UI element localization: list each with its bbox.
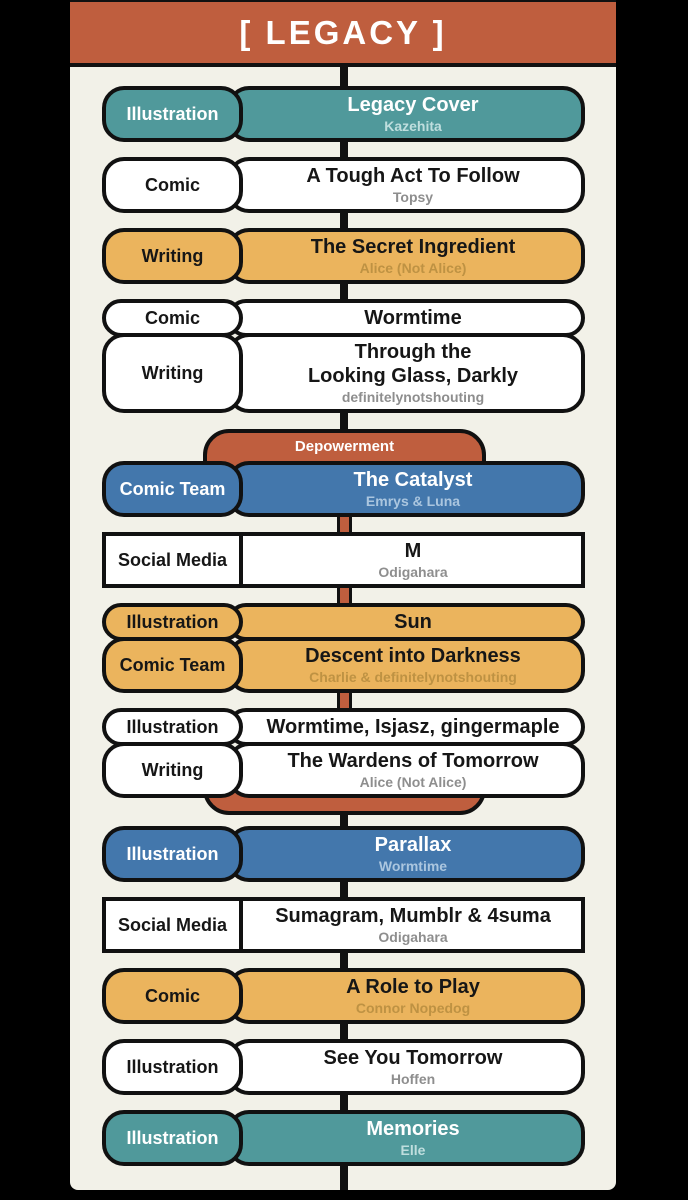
entry-card: The Wardens of Tomorrow Alice (Not Alice…	[227, 742, 585, 798]
entry-title: Memories	[366, 1118, 460, 1140]
entry-card: Sun	[227, 603, 585, 641]
entry-author: Charlie & definitelynotshouting	[309, 669, 517, 685]
entry-title: Legacy Cover	[347, 94, 479, 116]
entry-card: Memories Elle	[227, 1110, 585, 1166]
entry-row[interactable]: Comic A Tough Act To Follow Topsy	[102, 157, 585, 213]
title-banner: [ LEGACY ]	[70, 0, 616, 67]
entry-author: Odigahara	[378, 929, 448, 945]
entry-type-pill: Writing	[102, 742, 243, 798]
entry-card: Wormtime, Isjasz, gingermaple	[227, 708, 585, 746]
entry-type-label: Illustration	[126, 843, 219, 864]
entry-author: Alice (Not Alice)	[359, 260, 467, 276]
entry-row[interactable]: Writing Through the Looking Glass, Darkl…	[102, 333, 585, 413]
entry-author: Elle	[400, 1142, 426, 1158]
entry-type-pill: Writing	[102, 333, 243, 413]
entry-title: See You Tomorrow	[323, 1047, 503, 1069]
entry-title: The Catalyst	[353, 469, 473, 491]
entry-type-label: Writing	[141, 362, 204, 383]
entry-title: M	[404, 540, 422, 562]
entry-row[interactable]: Illustration Parallax Wormtime	[102, 826, 585, 882]
entry-row[interactable]: Illustration Legacy Cover Kazehita	[102, 86, 585, 142]
entry-title: A Role to Play	[346, 976, 480, 998]
entry-title: Through the Looking Glass, Darkly	[307, 341, 519, 387]
timeline-panel: Depowerment Illustration Legacy Cover Ka…	[70, 67, 616, 1190]
entry-author: Alice (Not Alice)	[359, 774, 467, 790]
entry-type-label: Comic	[144, 174, 200, 195]
entry-type-label: Writing	[141, 759, 204, 780]
entry-card: Sumagram, Mumblr & 4suma Odigahara	[239, 897, 585, 953]
entry-row[interactable]: Comic Wormtime	[102, 299, 585, 337]
entry-type-pill: Writing	[102, 228, 243, 284]
entry-card: See You Tomorrow Hoffen	[227, 1039, 585, 1095]
entry-card: Descent into Darkness Charlie & definite…	[227, 637, 585, 693]
entry-title: The Secret Ingredient	[310, 236, 516, 258]
entry-card: Legacy Cover Kazehita	[227, 86, 585, 142]
entry-type-pill: Comic	[102, 968, 243, 1024]
entry-row[interactable]: Social Media M Odigahara	[102, 532, 585, 588]
entry-card: The Secret Ingredient Alice (Not Alice)	[227, 228, 585, 284]
entry-title: The Wardens of Tomorrow	[287, 750, 539, 772]
entry-type-pill: Comic Team	[102, 461, 243, 517]
entry-card: The Catalyst Emrys & Luna	[227, 461, 585, 517]
entry-type-label: Illustration	[126, 716, 219, 737]
entry-type-pill: Social Media	[102, 897, 243, 953]
entry-type-pill: Illustration	[102, 86, 243, 142]
entry-card: Through the Looking Glass, Darkly defini…	[227, 333, 585, 413]
entry-author: Connor Nopedog	[355, 1000, 471, 1016]
entry-type-label: Illustration	[126, 611, 219, 632]
entry-type-pill: Illustration	[102, 603, 243, 641]
entry-type-pill: Comic	[102, 157, 243, 213]
entry-title: A Tough Act To Follow	[306, 165, 520, 187]
entry-type-label: Social Media	[117, 914, 228, 935]
entry-type-pill: Comic Team	[102, 637, 243, 693]
entry-type-label: Social Media	[117, 549, 228, 570]
entry-author: Odigahara	[378, 564, 448, 580]
entry-author: definitelynotshouting	[341, 389, 485, 405]
entries-list: Illustration Legacy Cover Kazehita Comic…	[70, 67, 616, 1166]
entry-type-label: Comic Team	[119, 654, 226, 675]
entry-row[interactable]: Comic A Role to Play Connor Nopedog	[102, 968, 585, 1024]
entry-author: Hoffen	[390, 1071, 436, 1087]
entry-type-label: Comic	[144, 307, 200, 328]
entry-author: Kazehita	[384, 118, 442, 134]
entry-row[interactable]: Comic Team Descent into Darkness Charlie…	[102, 637, 585, 693]
entry-card: A Tough Act To Follow Topsy	[227, 157, 585, 213]
entry-row[interactable]: Writing The Wardens of Tomorrow Alice (N…	[102, 742, 585, 798]
entry-card: A Role to Play Connor Nopedog	[227, 968, 585, 1024]
entry-type-label: Comic Team	[119, 478, 226, 499]
entry-card: Parallax Wormtime	[227, 826, 585, 882]
entry-type-pill: Illustration	[102, 1110, 243, 1166]
entry-title: Wormtime, Isjasz, gingermaple	[266, 716, 560, 738]
entry-row[interactable]: Comic Team The Catalyst Emrys & Luna	[102, 461, 585, 517]
entry-row[interactable]: Writing The Secret Ingredient Alice (Not…	[102, 228, 585, 284]
depowerment-section-label: Depowerment	[294, 438, 395, 455]
entry-type-pill: Illustration	[102, 826, 243, 882]
entry-card: M Odigahara	[239, 532, 585, 588]
entry-type-pill: Social Media	[102, 532, 243, 588]
entry-type-label: Comic	[144, 985, 200, 1006]
entry-type-label: Illustration	[126, 1127, 219, 1148]
entry-row[interactable]: Social Media Sumagram, Mumblr & 4suma Od…	[102, 897, 585, 953]
entry-title: Descent into Darkness	[305, 645, 521, 667]
entry-type-pill: Comic	[102, 299, 243, 337]
entry-author: Emrys & Luna	[365, 493, 461, 509]
entry-author: Topsy	[392, 189, 434, 205]
entry-row[interactable]: Illustration Memories Elle	[102, 1110, 585, 1166]
entry-type-label: Illustration	[126, 103, 219, 124]
entry-row[interactable]: Illustration Sun	[102, 603, 585, 641]
entry-type-label: Illustration	[126, 1056, 219, 1077]
entry-type-pill: Illustration	[102, 708, 243, 746]
entry-row[interactable]: Illustration See You Tomorrow Hoffen	[102, 1039, 585, 1095]
entry-type-pill: Illustration	[102, 1039, 243, 1095]
entry-title: Sun	[394, 611, 432, 633]
entry-title: Parallax	[374, 834, 452, 856]
entry-row[interactable]: Illustration Wormtime, Isjasz, gingermap…	[102, 708, 585, 746]
entry-type-label: Writing	[141, 245, 204, 266]
entry-author: Wormtime	[378, 858, 448, 874]
entry-card: Wormtime	[227, 299, 585, 337]
entry-title: Wormtime	[364, 307, 462, 329]
entry-title: Sumagram, Mumblr & 4suma	[275, 905, 551, 927]
page-title: [ LEGACY ]	[239, 13, 447, 51]
